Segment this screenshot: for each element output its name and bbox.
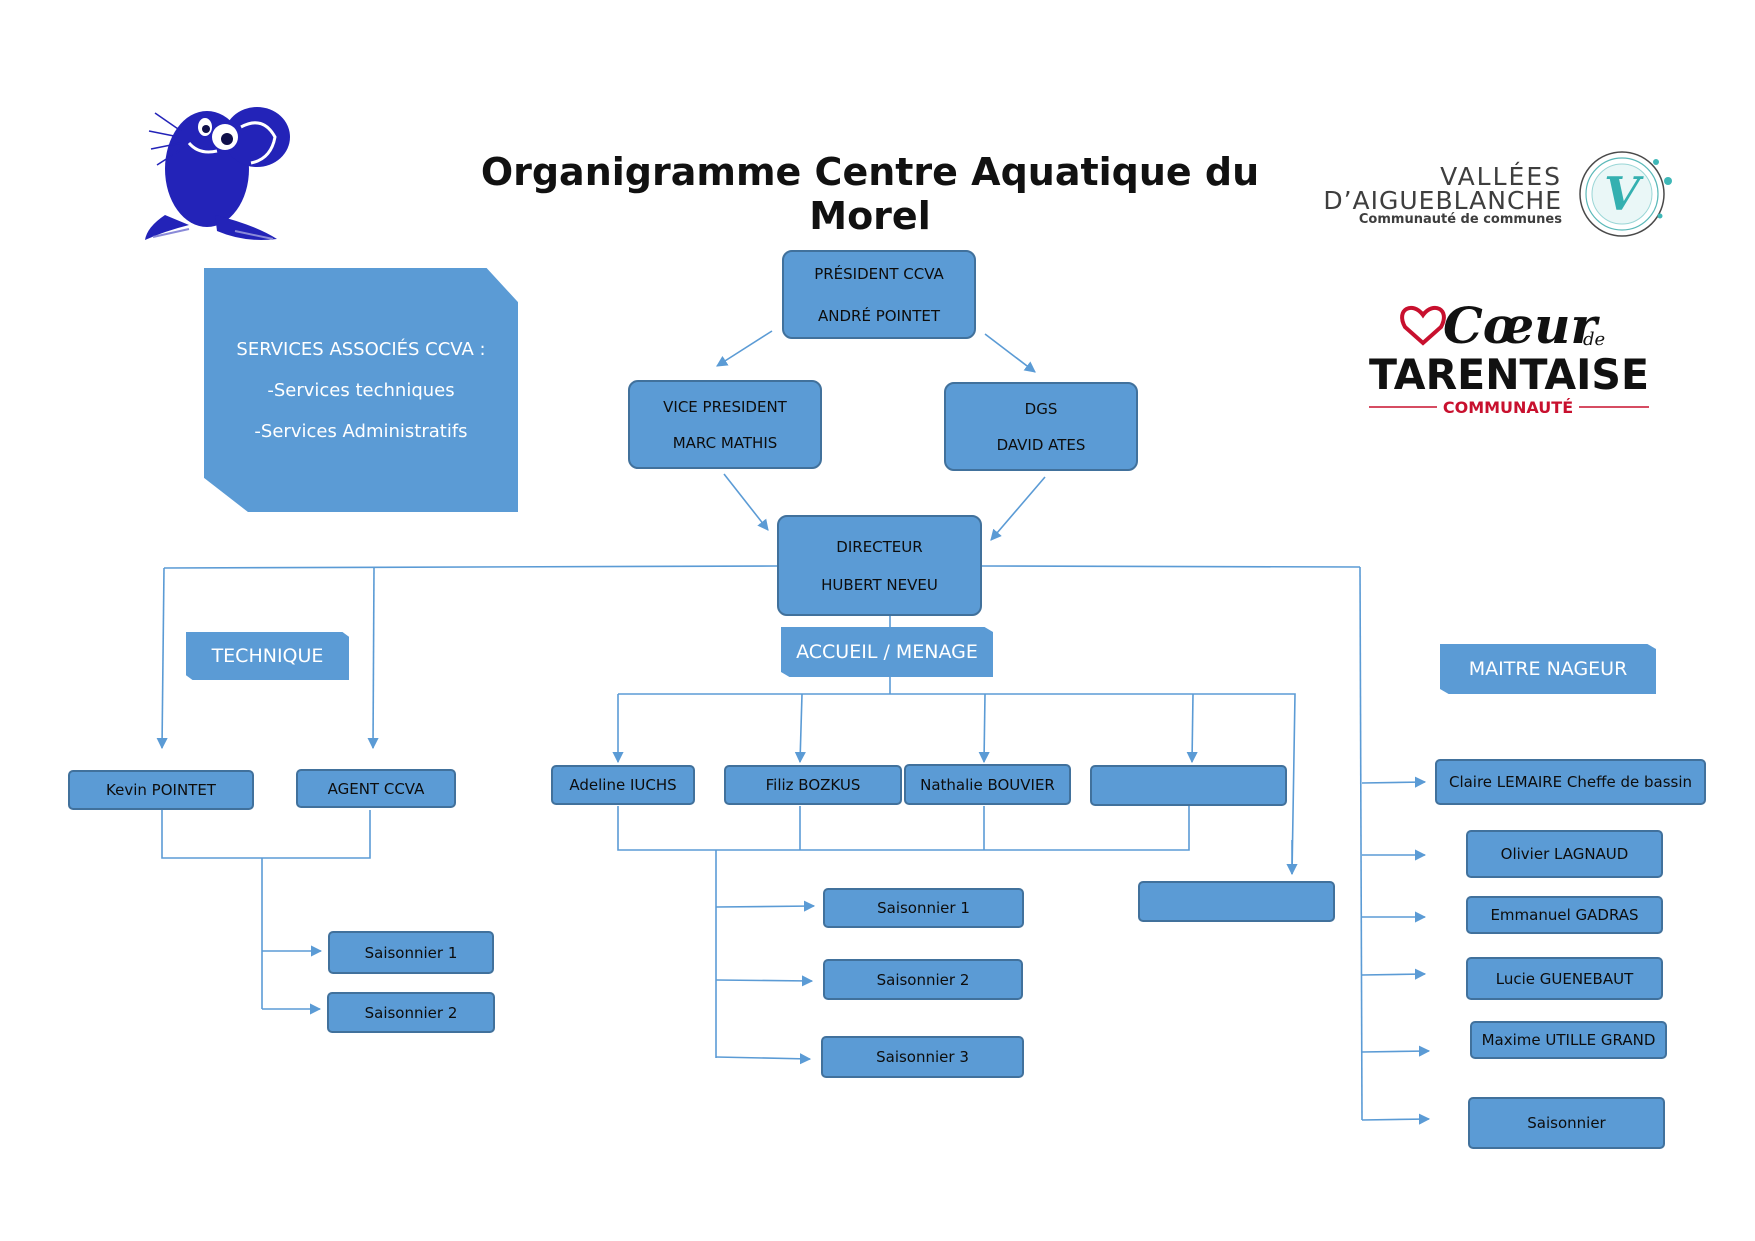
services-item: -Services techniques: [267, 379, 455, 401]
president-box: PRÉSIDENT CCVA ANDRÉ POINTET: [782, 250, 976, 339]
accueil-seasonal-box: Saisonnier 1: [823, 888, 1024, 928]
maitre-nageur-staff-box: Olivier LAGNAUD: [1466, 830, 1663, 878]
coeur-logo-sub: COMMUNAUTÉ: [1443, 398, 1573, 417]
technique-staff-box: AGENT CCVA: [296, 769, 456, 808]
coeur-de-tarentaise-logo: Cœur de TARENTAISE COMMUNAUTÉ: [1369, 296, 1649, 417]
directeur-name: HUBERT NEVEU: [821, 575, 938, 594]
directeur-box: DIRECTEUR HUBERT NEVEU: [777, 515, 982, 616]
coeur-logo-script: Cœur: [1443, 296, 1601, 355]
maitre-nageur-staff-box: Emmanuel GADRAS: [1466, 896, 1663, 934]
dgs-role: DGS: [1024, 399, 1058, 418]
accueil-extra-box: [1138, 881, 1335, 922]
vice-president-role: VICE PRESIDENT: [663, 397, 787, 416]
maitre-nageur-staff-box: Lucie GUENEBAUT: [1466, 957, 1663, 1000]
dgs-name: DAVID ATES: [996, 435, 1086, 454]
technique-banner: TECHNIQUE: [186, 632, 349, 680]
services-heading: SERVICES ASSOCIÉS CCVA :: [236, 338, 486, 360]
technique-seasonal-box: Saisonnier 2: [327, 992, 495, 1033]
vallees-logo-line1: VALLÉES: [1440, 162, 1562, 191]
maitre-nageur-staff-box: Saisonnier: [1468, 1097, 1665, 1149]
directeur-role: DIRECTEUR: [836, 537, 923, 556]
accueil-menage-banner: ACCUEIL / MENAGE: [781, 627, 993, 677]
president-role: PRÉSIDENT CCVA: [814, 264, 944, 283]
technique-seasonal-box: Saisonnier 1: [328, 931, 494, 974]
accueil-seasonal-box: Saisonnier 2: [823, 959, 1023, 1000]
maitre-nageur-staff-box: Claire LEMAIRE Cheffe de bassin: [1435, 759, 1706, 805]
vice-president-box: VICE PRESIDENT MARC MATHIS: [628, 380, 822, 469]
dgs-box: DGS DAVID ATES: [944, 382, 1138, 471]
technique-staff-box: Kevin POINTET: [68, 770, 254, 810]
accueil-staff-box: [1090, 765, 1287, 806]
services-associes-box: SERVICES ASSOCIÉS CCVA : -Services techn…: [204, 268, 518, 512]
vallees-v-logo: V: [1579, 151, 1672, 237]
maitre-nageur-banner: MAITRE NAGEUR: [1440, 644, 1656, 694]
vallees-logo-line3: Communauté de communes: [1358, 212, 1562, 227]
president-name: ANDRÉ POINTET: [818, 306, 940, 325]
page-title: Organigramme Centre Aquatique du Morel: [480, 150, 1260, 238]
maitre-nageur-staff-box: Maxime UTILLE GRAND: [1470, 1021, 1667, 1059]
accueil-seasonal-box: Saisonnier 3: [821, 1036, 1024, 1078]
accueil-staff-box: Adeline IUCHS: [551, 765, 695, 805]
services-item: -Services Administratifs: [254, 420, 468, 442]
accueil-staff-box: Filiz BOZKUS: [724, 765, 902, 805]
vallees-logo-mark: V: [1604, 167, 1644, 221]
vice-president-name: MARC MATHIS: [672, 433, 778, 452]
coeur-logo-de: de: [1583, 329, 1605, 350]
vallees-logo-line2: D’AIGUEBLANCHE: [1323, 186, 1562, 215]
coeur-logo-main: TARENTAISE: [1369, 350, 1649, 399]
accueil-staff-box: Nathalie BOUVIER: [904, 764, 1071, 805]
seal-mascot-logo: [145, 107, 290, 240]
